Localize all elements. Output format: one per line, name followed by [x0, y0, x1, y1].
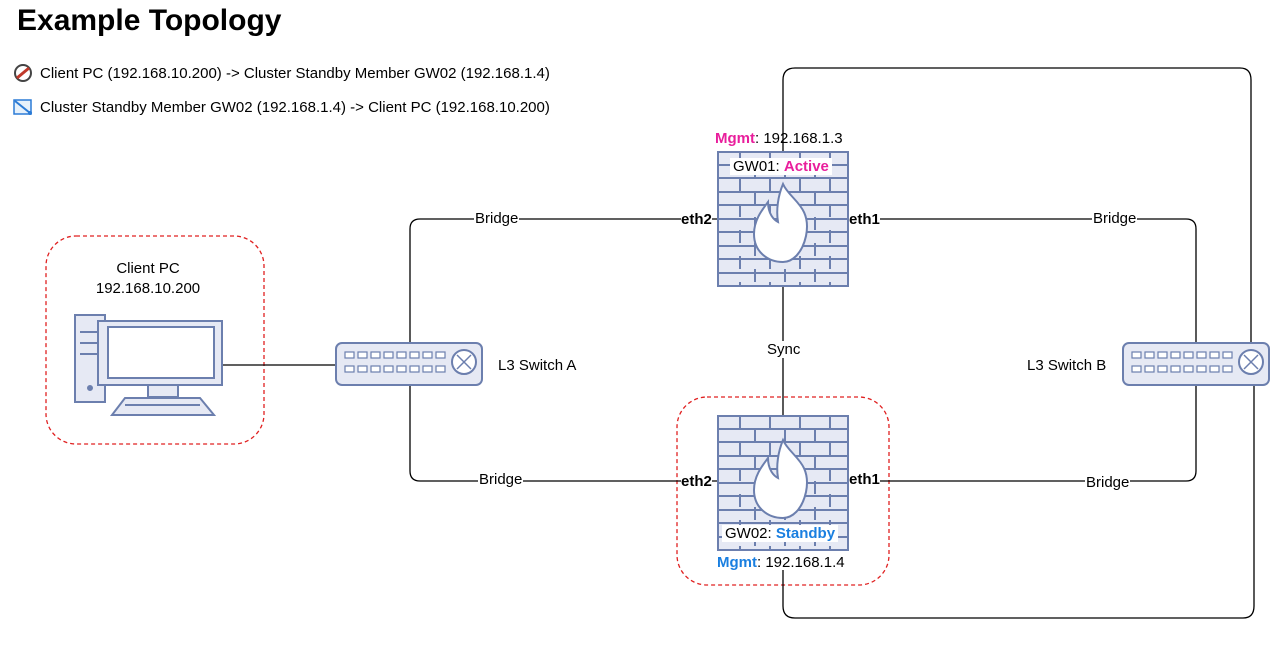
client-pc-name: Client PC: [116, 260, 180, 277]
link-gw02-switch-b: [848, 385, 1197, 482]
gw01-port-eth1: eth1: [849, 211, 880, 228]
link-gw01-switch-b: [848, 218, 1197, 345]
gw01-mgmt-ip: : 192.168.1.3: [755, 130, 843, 147]
gw02-name: GW02:: [725, 525, 776, 542]
link-gw01-mgmt: [782, 67, 1252, 345]
gw02-state: Standby: [775, 525, 836, 542]
bridge-label-bottom-left: Bridge: [478, 471, 524, 488]
shield-slash-icon: [14, 64, 32, 82]
gw02-mgmt: Mgmt: 192.168.1.4: [717, 554, 845, 571]
gw02-mgmt-ip: : 192.168.1.4: [757, 554, 845, 571]
switch-a-icon: [335, 342, 483, 386]
gw02-status: GW02: Standby: [722, 525, 839, 542]
gw02-port-eth2: eth2: [681, 473, 712, 490]
legend-item-2: Cluster Standby Member GW02 (192.168.1.4…: [40, 99, 550, 116]
client-pc-ip: 192.168.10.200: [95, 280, 201, 297]
gw01-status: GW01: Active: [730, 158, 832, 175]
bridge-label-top-left: Bridge: [474, 210, 520, 227]
link-switch-a-gw01: [409, 218, 718, 345]
gw01-state: Active: [783, 158, 829, 175]
link-gw02-mgmt: [782, 385, 1255, 619]
bridge-label-bottom-right: Bridge: [1085, 474, 1131, 491]
client-pc-icon: [74, 314, 223, 416]
sync-label: Sync: [766, 341, 802, 358]
gw01-port-eth2: eth2: [681, 211, 712, 228]
gw02-port-eth1: eth1: [849, 471, 880, 488]
legend-item-1: Client PC (192.168.10.200) -> Cluster St…: [40, 65, 550, 82]
switch-b-label: L3 Switch B: [1027, 357, 1107, 374]
gw01-name: GW01:: [733, 158, 784, 175]
bridge-label-top-right: Bridge: [1092, 210, 1138, 227]
link-switch-a-gw02: [409, 385, 718, 482]
return-arrow-icon: [13, 99, 32, 115]
gw01-mgmt-label: Mgmt: [715, 130, 755, 147]
gw02-mgmt-label: Mgmt: [717, 554, 757, 571]
gw01-mgmt: Mgmt: 192.168.1.3: [715, 130, 843, 147]
client-pc-highlight: [45, 235, 265, 445]
switch-a-label: L3 Switch A: [498, 357, 577, 374]
switch-b-icon: [1122, 342, 1270, 386]
page-title: Example Topology: [17, 4, 282, 37]
